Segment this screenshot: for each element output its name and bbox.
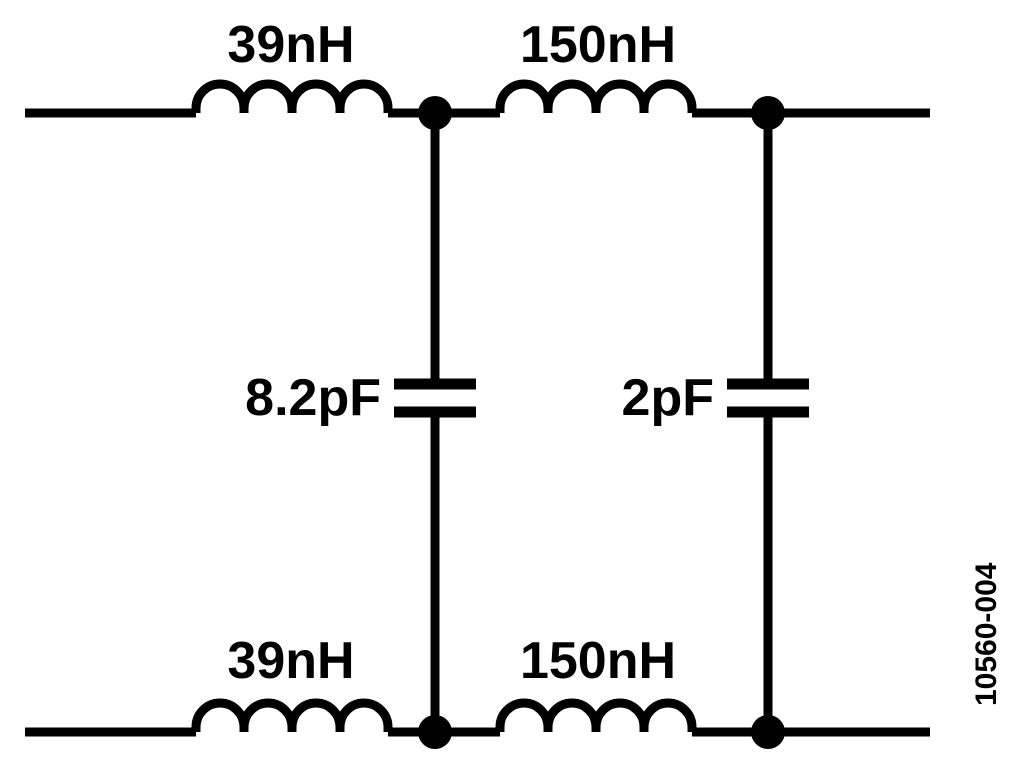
inductor-bottom-right-coil [495, 698, 697, 732]
inductor-top-left-coil [191, 79, 393, 113]
junction-node-top-mid [418, 96, 452, 130]
junction-node-bottom-mid [418, 715, 452, 749]
inductor-bottom-left-label: 39nH [227, 632, 354, 690]
inductor-top-right-coil [495, 79, 697, 113]
junction-node-top-right [751, 96, 785, 130]
inductor-top-right-label: 150nH [520, 16, 676, 74]
junction-node-bottom-right [751, 715, 785, 749]
inductor-bottom-right-label: 150nH [520, 632, 676, 690]
capacitor-left-label: 8.2pF [245, 369, 381, 427]
inductor-bottom-left-coil [191, 698, 393, 732]
figure-id-label: 10560-004 [970, 562, 1003, 706]
capacitor-right-label: 2pF [622, 369, 714, 427]
inductor-top-left-label: 39nH [227, 16, 354, 74]
